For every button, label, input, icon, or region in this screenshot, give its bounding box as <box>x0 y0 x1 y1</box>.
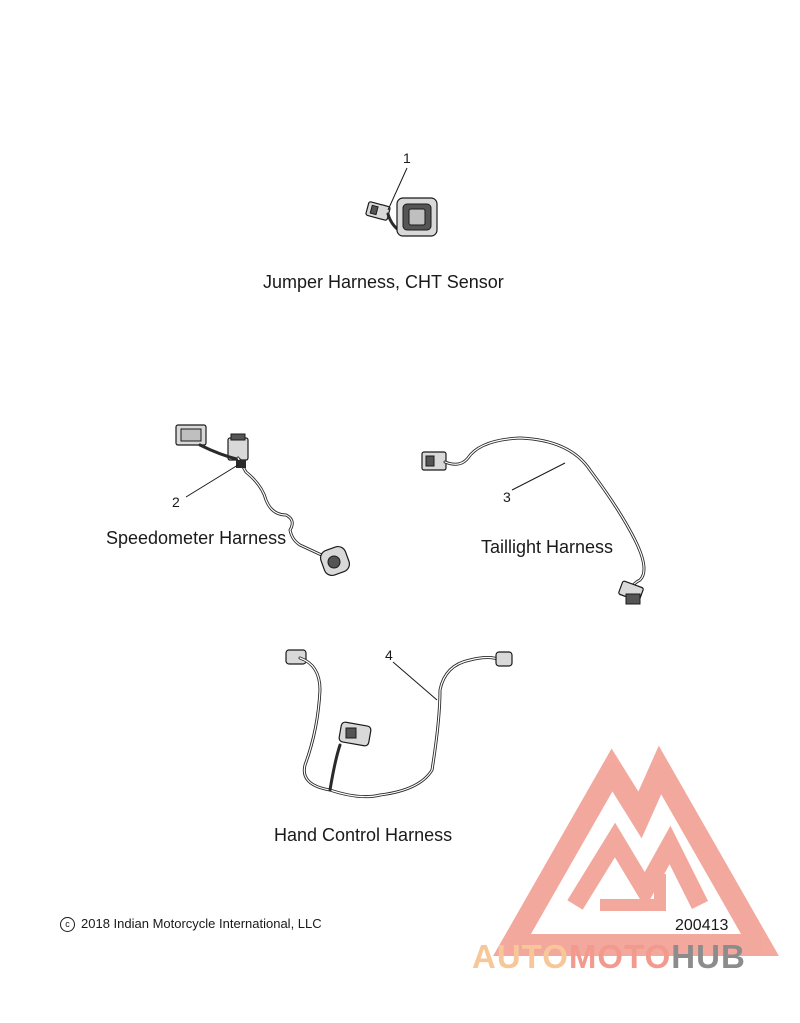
label-taillight-harness: Taillight Harness <box>481 537 614 557</box>
copyright-icon: c <box>60 917 75 932</box>
speedometer-harness-drawing <box>175 424 351 577</box>
hand-control-harness-drawing <box>285 649 513 799</box>
callout-3: 3 <box>503 489 511 505</box>
document-id: 200413 <box>675 917 729 934</box>
jumper-harness-drawing <box>365 167 438 237</box>
copyright-text: 2018 Indian Motorcycle International, LL… <box>81 916 322 931</box>
label-speedometer-harness: Speedometer Harness <box>106 528 287 548</box>
label-hand-control-harness: Hand Control Harness <box>274 825 453 845</box>
copyright-notice: c 2018 Indian Motorcycle International, L… <box>60 916 322 932</box>
taillight-harness-drawing <box>421 436 646 605</box>
watermark-auto: AUTO <box>472 938 569 975</box>
label-jumper-harness: Jumper Harness, CHT Sensor <box>263 272 504 292</box>
watermark-text: AUTOMOTOHUB <box>472 938 746 976</box>
callout-1: 1 <box>403 150 411 166</box>
watermark-hub: HUB <box>671 938 746 975</box>
watermark-moto: MOTO <box>568 938 672 975</box>
watermark-logo-icon <box>493 745 779 956</box>
callout-2: 2 <box>172 494 180 510</box>
callout-4: 4 <box>385 647 393 663</box>
